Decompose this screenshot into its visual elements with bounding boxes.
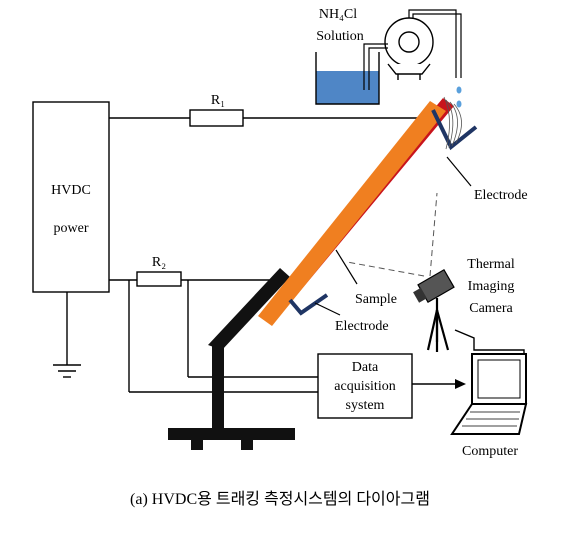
circuit-wiring	[66, 117, 525, 393]
thermal-label-line3: Camera	[469, 301, 513, 316]
resistor-r2-icon	[136, 271, 182, 287]
electrode-top-label: Electrode	[474, 188, 528, 203]
figure-caption: (a) HVDC용 트래킹 측정시스템의 다이아그램	[130, 490, 430, 508]
thermal-label-line1: Thermal	[467, 257, 515, 272]
thermal-camera-icon	[413, 269, 455, 352]
solution-label-line2: Solution	[316, 29, 363, 44]
label-pointers	[314, 156, 472, 316]
hvdc-label-line1: HVDC	[51, 183, 91, 198]
hvdc-label-line2: power	[54, 221, 89, 236]
drop-icon-2	[456, 100, 462, 108]
electrode-bottom-label: Electrode	[335, 319, 389, 334]
sample-label: Sample	[355, 292, 397, 307]
daq-label-line2: acquisition	[334, 379, 395, 394]
ground-icon	[53, 364, 81, 378]
resistor-r1-icon	[189, 109, 244, 127]
arrow-to-computer	[455, 379, 466, 389]
pump-icon	[384, 17, 434, 80]
drop-icon	[456, 86, 462, 94]
solution-label-line1: NH₄Cl	[319, 7, 357, 22]
sample-orange-layer	[258, 101, 446, 326]
thermal-label-line2: Imaging	[468, 279, 515, 294]
computer-label: Computer	[462, 444, 518, 459]
hvdc-power-box	[32, 101, 110, 293]
daq-label-line3: system	[346, 398, 385, 413]
sample-stand	[168, 268, 295, 450]
daq-box	[317, 353, 413, 419]
solution-tubes	[363, 9, 462, 90]
r1-label: R₁	[211, 93, 225, 108]
electrode-fibers	[443, 96, 462, 150]
laptop-icon	[450, 353, 528, 435]
electrode-top	[431, 109, 478, 151]
electrode-bottom	[288, 293, 329, 316]
r2-label: R₂	[152, 255, 166, 270]
camera-view-lines	[346, 192, 438, 277]
daq-label-line1: Data	[352, 360, 379, 375]
